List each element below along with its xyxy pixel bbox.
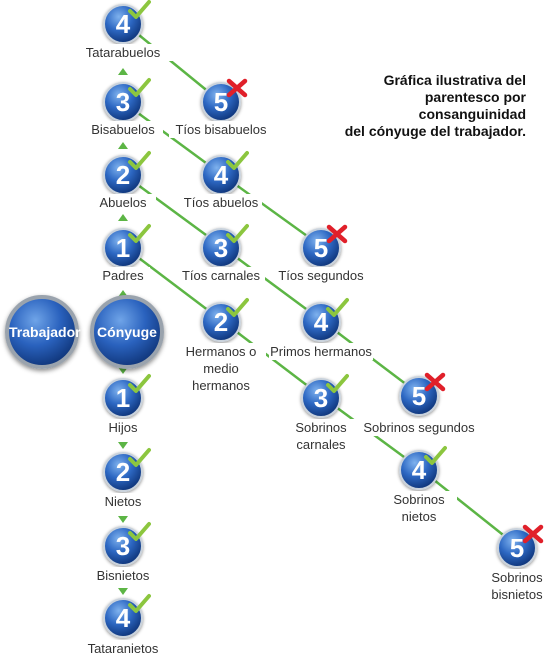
- degree-node-sobrinos-carnales: 3: [301, 374, 349, 418]
- degree-node-nietos: 2: [103, 448, 151, 492]
- degree-number: 2: [115, 457, 131, 487]
- degree-circle: [301, 378, 341, 418]
- degree-number: 4: [313, 307, 329, 337]
- degree-number: 5: [411, 381, 427, 411]
- arrow-down-icon: [118, 367, 128, 374]
- cross-icon: [522, 524, 544, 544]
- node-label-primos-hermanos: Primos hermanos: [269, 343, 373, 360]
- degree-number: 3: [115, 87, 131, 117]
- spouse-circle: Cónyuge: [90, 295, 164, 369]
- node-label-bisabuelos: Bisabuelos: [83, 121, 163, 138]
- check-icon: [128, 448, 151, 467]
- degree-node-sobrinos-segundos: 5: [399, 372, 446, 416]
- node-label-sobrinos-carnales: Sobrinos carnales: [283, 419, 359, 453]
- node-label-tios-bisabuelos: Tíos bisabuelos: [169, 121, 273, 138]
- degree-number: 1: [115, 233, 131, 263]
- degree-node-padres: 1: [103, 224, 151, 268]
- cross-icon: [226, 78, 248, 98]
- check-icon: [326, 298, 349, 317]
- cross-icon: [326, 224, 348, 244]
- arrow-up-icon: [118, 142, 128, 149]
- degree-circle: [103, 526, 143, 566]
- degree-node-primos-hermanos: 4: [301, 298, 349, 342]
- check-icon: [128, 151, 151, 170]
- degree-number: 3: [115, 531, 131, 561]
- degree-node-hijos: 1: [103, 374, 151, 418]
- node-label-abuelos: Abuelos: [90, 194, 156, 211]
- degree-number: 5: [509, 533, 525, 563]
- degree-number: 2: [213, 307, 229, 337]
- node-label-tios-abuelos: Tíos abuelos: [180, 194, 262, 211]
- node-label-bisnietos: Bisnietos: [88, 567, 158, 584]
- arrow-up-icon: [118, 290, 128, 297]
- arrow-up-icon: [118, 68, 128, 75]
- degree-circle: [103, 598, 143, 638]
- degree-circle: [301, 302, 341, 342]
- check-icon: [226, 298, 249, 317]
- check-icon: [128, 78, 151, 97]
- degree-node-abuelos: 2: [103, 151, 151, 195]
- check-icon: [128, 522, 151, 541]
- degree-number: 1: [115, 383, 131, 413]
- node-label-sobrinos-nietos: Sobrinos nietos: [381, 491, 457, 525]
- arrow-up-icon: [118, 214, 128, 221]
- degree-circle: [103, 452, 143, 492]
- degree-node-sobrinos-nietos: 4: [399, 446, 447, 490]
- degree-number: 4: [411, 455, 427, 485]
- degree-circle: [103, 4, 143, 44]
- node-label-sobrinos-bisnietos: Sobrinos bisnietos: [478, 569, 556, 603]
- degree-number: 4: [115, 9, 131, 39]
- degree-number: 3: [213, 233, 229, 263]
- cross-icon: [424, 372, 446, 392]
- check-icon: [128, 224, 151, 243]
- node-label-sobrinos-segundos: Sobrinos segundos: [358, 419, 480, 436]
- degree-node-tatarabuelos: 4: [103, 0, 151, 44]
- degree-node-tios-abuelos: 4: [201, 151, 249, 195]
- arrow-down-icon: [118, 516, 128, 523]
- degree-node-bisnietos: 3: [103, 522, 151, 566]
- check-icon: [326, 374, 349, 393]
- node-label-hermanos: Hermanos o medio hermanos: [176, 343, 266, 394]
- diagram-title: Gráfica ilustrativa del parentesco por c…: [344, 72, 526, 139]
- check-icon: [128, 374, 151, 393]
- check-icon: [226, 224, 249, 243]
- node-label-nietos: Nietos: [96, 493, 150, 510]
- node-label-tios-carnales: Tíos carnales: [177, 267, 265, 284]
- degree-number: 5: [213, 87, 229, 117]
- node-label-hijos: Hijos: [98, 419, 148, 436]
- check-icon: [128, 0, 151, 19]
- degree-circle: [103, 155, 143, 195]
- degree-circle: [201, 155, 241, 195]
- degree-node-tios-carnales: 3: [201, 224, 249, 268]
- node-label-padres: Padres: [96, 267, 150, 284]
- degree-circle: [103, 378, 143, 418]
- arrow-down-icon: [118, 442, 128, 449]
- arrow-down-icon: [118, 588, 128, 595]
- node-label-tataranietos: Tataranietos: [78, 640, 168, 657]
- degree-node-tios-segundos: 5: [301, 224, 348, 268]
- degree-number: 5: [313, 233, 329, 263]
- degree-node-sobrinos-bisnietos: 5: [497, 524, 544, 568]
- node-label-tatarabuelos: Tatarabuelos: [73, 44, 173, 61]
- degree-circle: [201, 302, 241, 342]
- degree-number: 2: [115, 160, 131, 190]
- check-icon: [424, 446, 447, 465]
- degree-number: 3: [313, 383, 329, 413]
- degree-circle: [399, 450, 439, 490]
- worker-circle: Trabajador: [5, 295, 81, 369]
- degree-node-tios-bisabuelos: 5: [201, 78, 248, 122]
- degree-number: 4: [213, 160, 229, 190]
- degree-number: 4: [115, 603, 131, 633]
- degree-node-hermanos: 2: [201, 298, 249, 342]
- check-icon: [128, 594, 151, 613]
- check-icon: [226, 151, 249, 170]
- degree-circle: [201, 228, 241, 268]
- node-label-tios-segundos: Tíos segundos: [276, 267, 366, 284]
- degree-node-tataranietos: 4: [103, 594, 151, 638]
- degree-node-bisabuelos: 3: [103, 78, 151, 122]
